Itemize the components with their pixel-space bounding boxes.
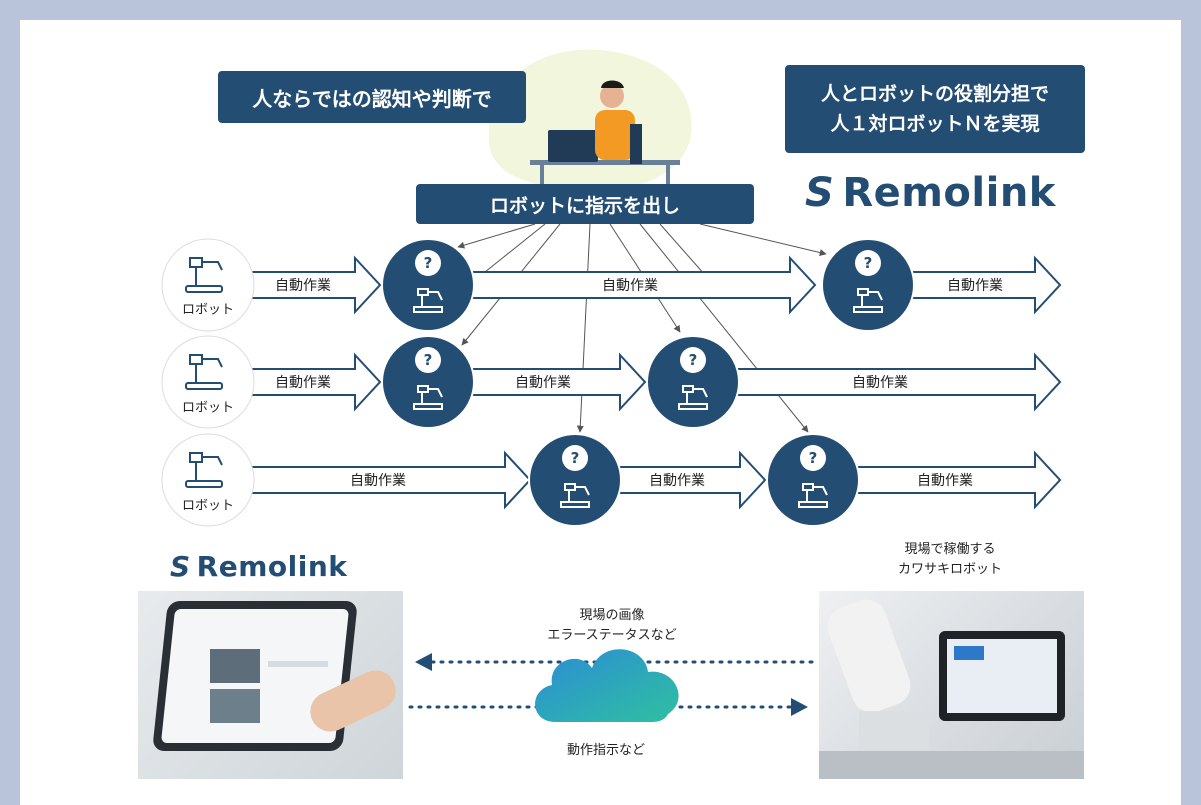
tablet-photo [138, 591, 403, 779]
decision-node: ? [381, 238, 475, 332]
question-mark: ? [689, 351, 698, 369]
instruction-lines [457, 223, 827, 433]
decision-node: ? [381, 335, 475, 429]
row-3-arrows [249, 450, 1062, 510]
question-mark: ? [424, 254, 433, 272]
worker-illustration [488, 49, 692, 190]
task-label: 自動作業 [649, 473, 705, 489]
human-judgment-box: 人ならではの認知や判断で [218, 71, 526, 123]
robot-arm-icon [798, 483, 828, 508]
remolink-logo-top: S Remolink [805, 170, 1056, 216]
question-bubble-icon [855, 250, 881, 276]
robot-source-2 [161, 335, 255, 429]
field-robot-photo [819, 591, 1084, 779]
robot-arm-icon [560, 483, 590, 508]
question-bubble-icon [562, 445, 588, 471]
brand-name: Remolink [842, 170, 1056, 216]
robot-arm-icon [413, 288, 443, 313]
instruction-box: ロボットに指示を出し [416, 184, 754, 224]
task-label: 自動作業 [852, 375, 908, 391]
upstream-caption: 現場の画像 エラーステータスなど [547, 608, 677, 643]
question-bubble-icon [800, 445, 826, 471]
task-label: 自動作業 [917, 473, 973, 489]
downstream-caption: 動作指示など [566, 743, 646, 758]
remolink-logo-bottom: S Remolink [170, 550, 347, 583]
question-mark: ? [809, 449, 818, 467]
brand-name: Remolink [196, 550, 348, 583]
field-robot-caption: 現場で稼働する カワサキロボット [897, 542, 1003, 577]
question-mark: ? [864, 254, 873, 272]
robot-source-1 [161, 238, 255, 332]
question-mark: ? [571, 449, 580, 467]
robot-label-3: ロボット [181, 498, 235, 514]
robot-arm-icon [853, 288, 883, 313]
task-label: 自動作業 [602, 278, 658, 294]
question-bubble-icon [415, 347, 441, 373]
decision-node: ? [646, 335, 740, 429]
remolink-mark-icon: S [805, 170, 835, 216]
task-label: 自動作業 [275, 375, 331, 391]
robot-label-1: ロボット [181, 302, 235, 318]
remolink-mark-icon: S [170, 550, 191, 583]
decision-nodes: ?????? [381, 238, 915, 527]
cloud-icon [535, 649, 679, 722]
robot-arm-icon [413, 385, 443, 410]
decision-node: ? [821, 238, 915, 332]
task-label: 自動作業 [515, 375, 571, 391]
robot-source-3 [161, 433, 255, 527]
row-1-arrows [249, 255, 1062, 315]
row-2-arrows [249, 352, 1062, 412]
decision-node: ? [766, 433, 860, 527]
task-label: 自動作業 [350, 473, 406, 489]
role-division-box: 人とロボットの役割分担で 人１対ロボットＮを実現 [785, 65, 1085, 153]
robot-label-2: ロボット [181, 400, 235, 416]
communication-link [408, 649, 817, 722]
robot-arm-icon [678, 385, 708, 410]
question-bubble-icon [415, 250, 441, 276]
question-mark: ? [424, 351, 433, 369]
task-label: 自動作業 [275, 278, 331, 294]
task-label: 自動作業 [947, 278, 1003, 294]
decision-node: ? [528, 433, 622, 527]
question-bubble-icon [680, 347, 706, 373]
